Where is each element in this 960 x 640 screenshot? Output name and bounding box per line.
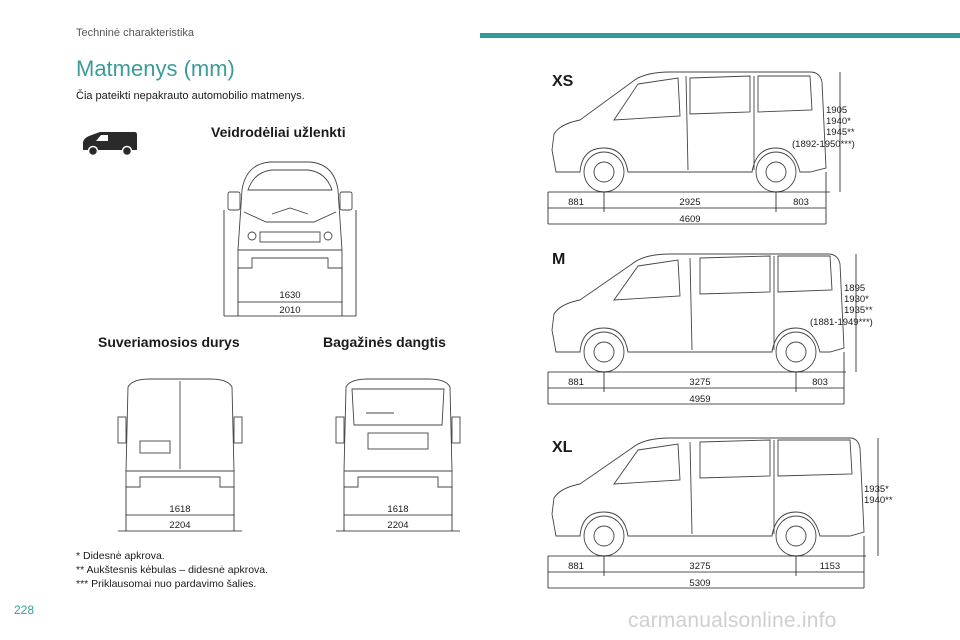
rear-doors-drawing: 1618 2204	[117, 378, 243, 532]
rear-tailgate-drawing: 1618 2204	[335, 378, 461, 532]
m-rear-overhang: 803	[812, 377, 828, 388]
xl-rear-overhang: 1153	[820, 561, 840, 572]
xl-wheelbase: 3275	[689, 561, 710, 572]
page-title: Matmenys (mm)	[76, 56, 235, 81]
rear-doors-heading: Suveriamosios durys	[98, 334, 240, 350]
front-view-heading: Veidrodėliai užlenkti	[211, 124, 346, 140]
footnotes: * Didesnė apkrova. ** Aukštesnis kėbulas…	[76, 549, 268, 591]
variant-xs-drawing: XS 881 2925 803 4609 1905 1940* 1945** (…	[547, 71, 855, 225]
xs-front-overhang: 881	[568, 197, 584, 208]
section-label: Techninė charakteristika	[76, 27, 195, 39]
xl-height-2: 1940**	[864, 495, 893, 506]
m-height-3: 1935**	[844, 305, 873, 316]
intro-text: Čia pateikti nepakrauto automobilio matm…	[76, 90, 305, 102]
footnote-1: * Didesnė apkrova.	[76, 550, 165, 562]
rear-tailgate-heading: Bagažinės dangtis	[323, 334, 446, 350]
watermark: carmanualsonline.info	[628, 609, 837, 632]
front-view-drawing: 1630 2010	[223, 161, 357, 317]
xs-height-1: 1905	[826, 105, 847, 116]
rear-doors-inner-width: 1618	[169, 504, 190, 515]
footnote-3: *** Priklausomai nuo pardavimo šalies.	[76, 578, 257, 590]
xs-rear-overhang: 803	[793, 197, 809, 208]
m-wheelbase: 3275	[689, 377, 710, 388]
variant-xl-label: XL	[552, 439, 573, 456]
xl-height-1: 1935*	[864, 484, 889, 495]
xs-height-3: 1945**	[826, 127, 855, 138]
xl-front-overhang: 881	[568, 561, 584, 572]
page-number: 228	[14, 603, 35, 617]
front-outer-width: 2010	[279, 305, 300, 316]
m-height-2: 1930*	[844, 294, 869, 305]
variant-xl-drawing: XL 881 3275 1153 5309 1935* 1940**	[547, 437, 893, 589]
xs-total-length: 4609	[679, 214, 700, 225]
m-height-1: 1895	[844, 283, 865, 294]
xs-wheelbase: 2925	[679, 197, 700, 208]
front-inner-width: 1630	[279, 290, 300, 301]
variant-m-drawing: M 881 3275 803 4959 1895 1930* 1935** (1…	[547, 251, 873, 405]
tailgate-inner-width: 1618	[387, 504, 408, 515]
footnote-2: ** Aukštesnis kėbulas – didesnė apkrova.	[76, 564, 269, 576]
variant-xs-label: XS	[552, 73, 574, 90]
m-front-overhang: 881	[568, 377, 584, 388]
xl-total-length: 5309	[689, 578, 710, 589]
van-side-icon	[83, 132, 137, 157]
xs-height-4: (1892-1950***)	[792, 139, 855, 150]
variant-m-label: M	[552, 251, 565, 268]
rear-doors-outer-width: 2204	[169, 520, 190, 531]
tailgate-outer-width: 2204	[387, 520, 408, 531]
m-height-4: (1881-1949***)	[810, 317, 873, 328]
m-total-length: 4959	[689, 394, 710, 405]
xs-height-2: 1940*	[826, 116, 851, 127]
section-accent-bar	[480, 33, 960, 38]
